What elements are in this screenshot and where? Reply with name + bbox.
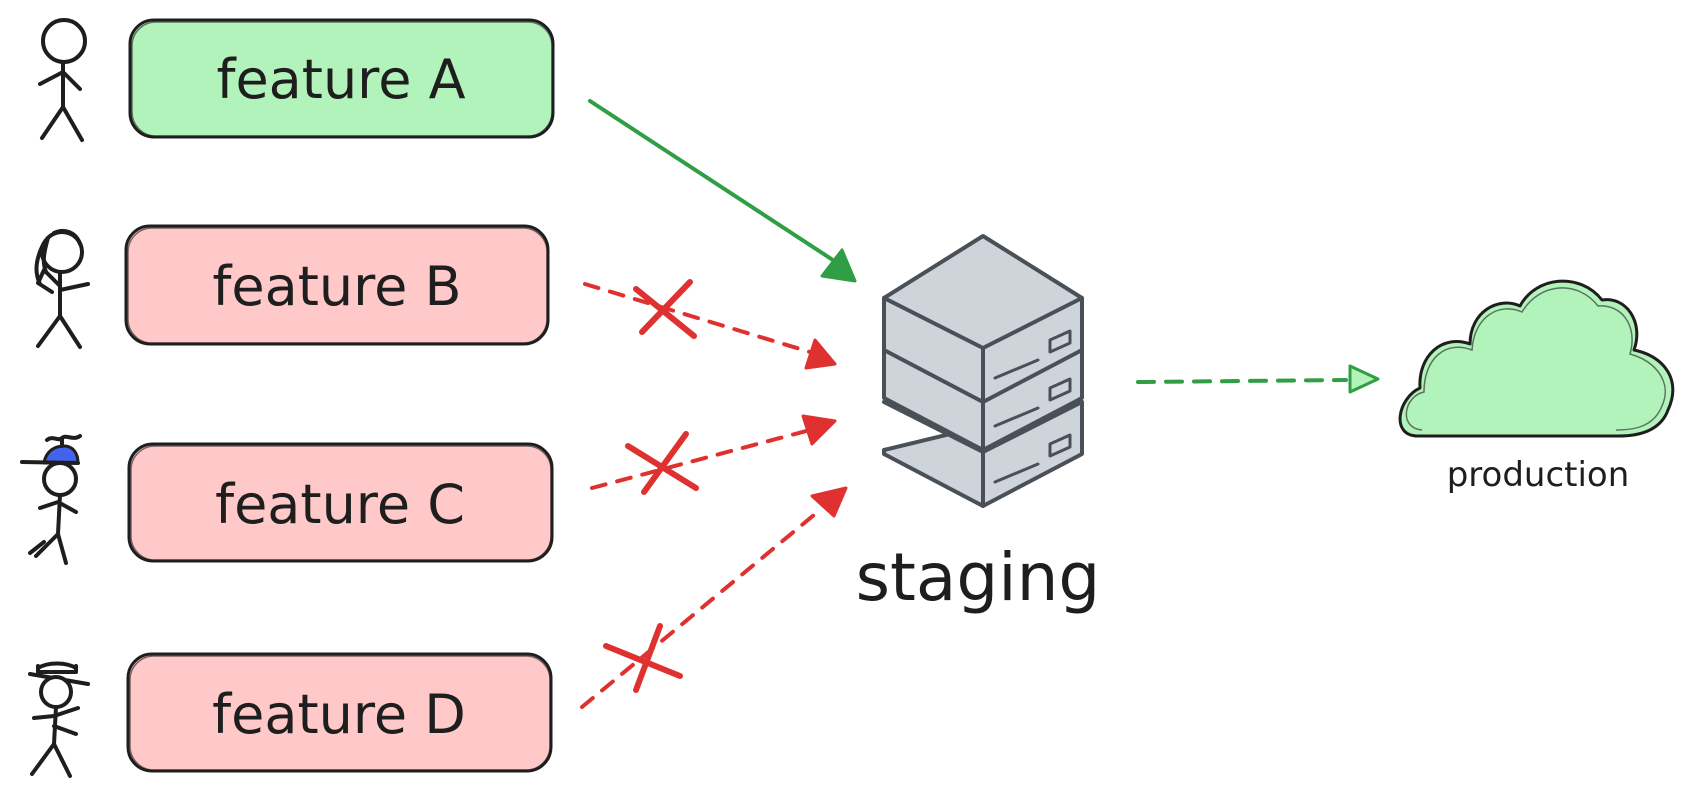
production-cloud-icon — [1398, 279, 1675, 438]
reject-cross-c-icon — [625, 431, 699, 495]
feature-b-label: feature B — [212, 255, 461, 318]
feature-d-label: feature D — [212, 683, 466, 746]
arrow-d-to-staging — [580, 486, 848, 709]
production-label: production — [1447, 455, 1630, 495]
reject-cross-b-icon — [633, 279, 697, 339]
arrow-c-to-staging — [590, 414, 837, 490]
feature-a-label: feature A — [216, 48, 465, 111]
reject-cross-d-icon — [603, 623, 683, 693]
person-d-hat-icon — [28, 661, 90, 778]
feature-d-box: feature D — [126, 652, 553, 773]
person-b-ponytail-icon — [34, 228, 90, 349]
staging-server-icon — [882, 234, 1084, 508]
arrow-b-to-staging — [583, 282, 837, 370]
arrow-a-to-staging — [588, 99, 857, 283]
person-a-icon — [38, 18, 87, 142]
feature-c-box: feature C — [127, 442, 554, 563]
arrow-staging-to-production — [1136, 364, 1380, 394]
feature-c-label: feature C — [215, 473, 465, 536]
feature-b-box: feature B — [124, 224, 550, 346]
person-c-propeller-cap-icon — [20, 434, 82, 565]
staging-label: staging — [856, 539, 1101, 616]
feature-a-box: feature A — [128, 18, 555, 139]
